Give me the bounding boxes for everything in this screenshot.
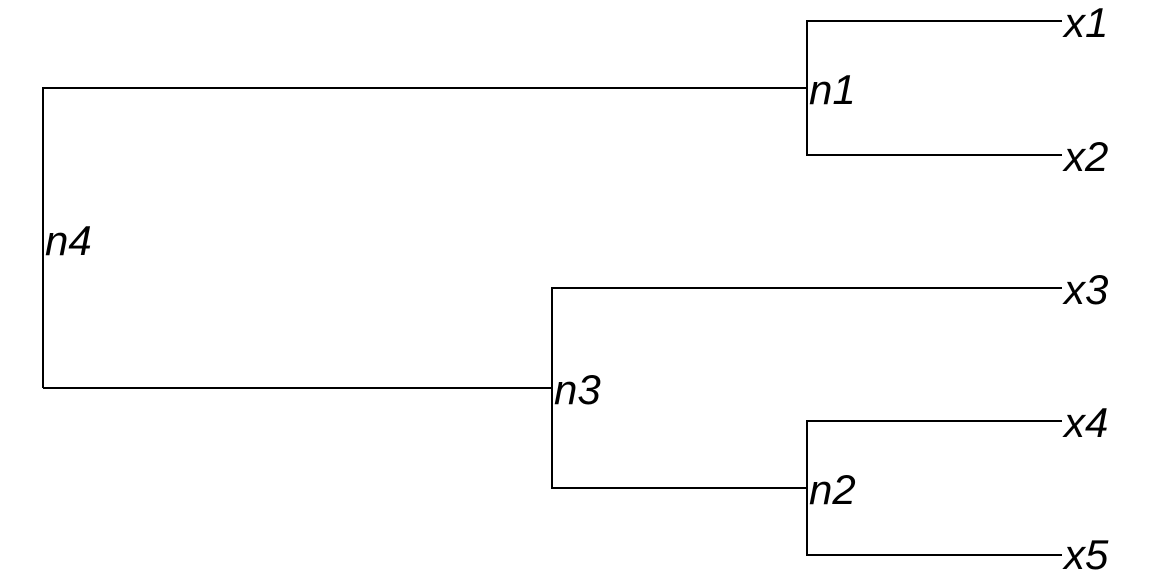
leaf-label-x3: x3 (1062, 266, 1108, 313)
edge-n3-n2 (551, 388, 807, 489)
edge-n3-x3 (551, 287, 1062, 388)
node-label-n2: n2 (809, 466, 856, 513)
edge-n1-x2 (806, 88, 1062, 156)
node-label-n1: n1 (809, 66, 856, 113)
leaf-label-x4: x4 (1062, 399, 1108, 446)
node-label-n4: n4 (45, 217, 92, 264)
leaf-label-x5: x5 (1062, 531, 1109, 576)
edge-n1-x1 (806, 20, 1062, 88)
edge-n2-x5 (806, 488, 1062, 556)
leaf-label-x1: x1 (1062, 0, 1108, 46)
node-label-n3: n3 (554, 366, 601, 413)
leaf-label-x2: x2 (1062, 133, 1108, 180)
edge-n4-n1 (42, 87, 807, 388)
edge-n2-x4 (806, 420, 1062, 488)
